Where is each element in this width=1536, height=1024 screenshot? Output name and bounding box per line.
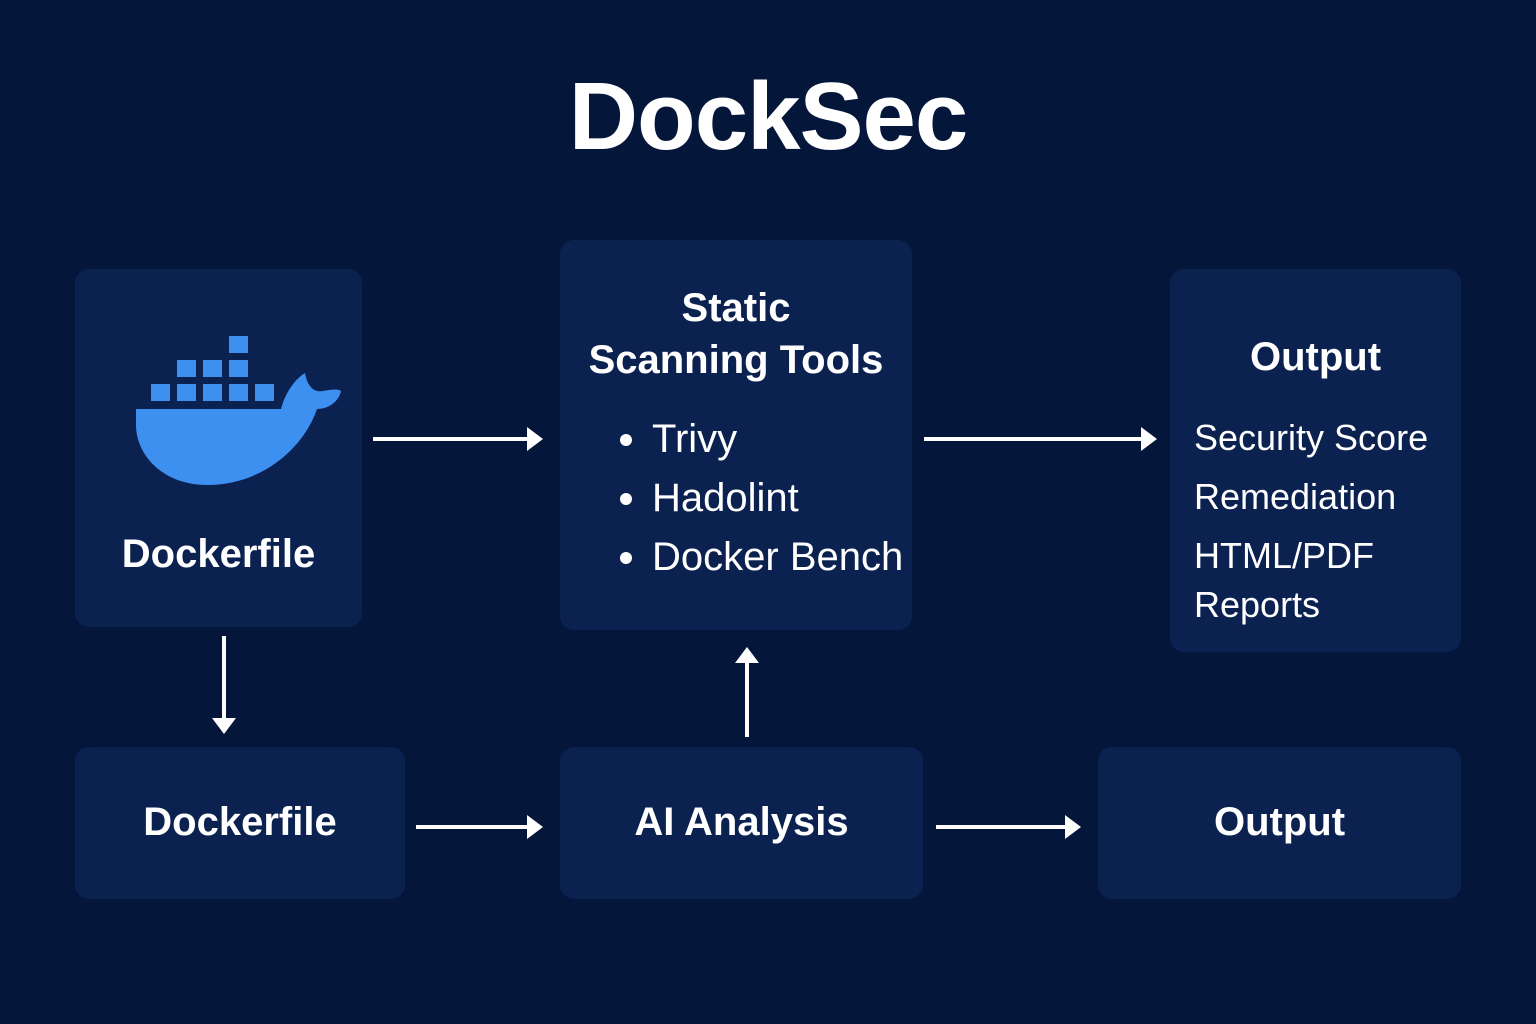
arrow-static-to-output — [924, 427, 1157, 451]
bullet-icon — [620, 493, 632, 505]
tool-item-hadolint: Hadolint — [618, 469, 903, 528]
tool-name: Hadolint — [652, 476, 799, 520]
arrow-dockerfile-to-static — [373, 427, 543, 451]
tool-name: Docker Bench — [652, 535, 904, 579]
arrow-dockerfile-down — [212, 636, 236, 734]
static-scanning-heading-line2: Scanning Tools — [588, 338, 884, 382]
output-top-node: Output Security Score Remediation HTML/P… — [1170, 269, 1461, 652]
dockerfile-top-label: Dockerfile — [121, 532, 316, 576]
static-scanning-heading-line1: Static — [681, 286, 791, 330]
tool-name: Trivy — [652, 417, 738, 461]
output-item-remediation: Remediation — [1194, 476, 1397, 517]
output-item-security-score: Security Score — [1194, 417, 1429, 458]
dockerfile-top-node: Dockerfile — [75, 269, 362, 627]
ai-analysis-node: AI Analysis — [560, 747, 923, 899]
tool-item-docker-bench: Docker Bench — [618, 528, 903, 587]
docker-whale-icon — [133, 333, 343, 493]
static-scanning-node: Static Scanning Tools Trivy Hadolint Doc… — [560, 240, 912, 630]
dockerfile-bottom-node: Dockerfile — [75, 747, 405, 899]
bullet-icon — [620, 434, 632, 446]
dockerfile-bottom-label: Dockerfile — [143, 800, 337, 844]
ai-analysis-label: AI Analysis — [634, 800, 849, 844]
bullet-icon — [620, 552, 632, 564]
arrow-dockerfile-to-ai — [416, 815, 543, 839]
output-bottom-label: Output — [1213, 800, 1346, 844]
output-bottom-node: Output — [1098, 747, 1461, 899]
static-scanning-heading: Static Scanning Tools — [560, 282, 912, 386]
tool-item-trivy: Trivy — [618, 410, 903, 469]
arrow-ai-to-output — [936, 815, 1081, 839]
output-top-heading: Output — [1249, 335, 1382, 379]
arrow-ai-to-static — [735, 647, 759, 737]
output-item-reports: HTML/PDF Reports — [1194, 535, 1374, 625]
output-item-list: Security Score Remediation HTML/PDF Repo… — [1194, 413, 1454, 639]
diagram-title: DockSec — [568, 63, 969, 170]
scanning-tool-list: Trivy Hadolint Docker Bench — [618, 410, 903, 587]
